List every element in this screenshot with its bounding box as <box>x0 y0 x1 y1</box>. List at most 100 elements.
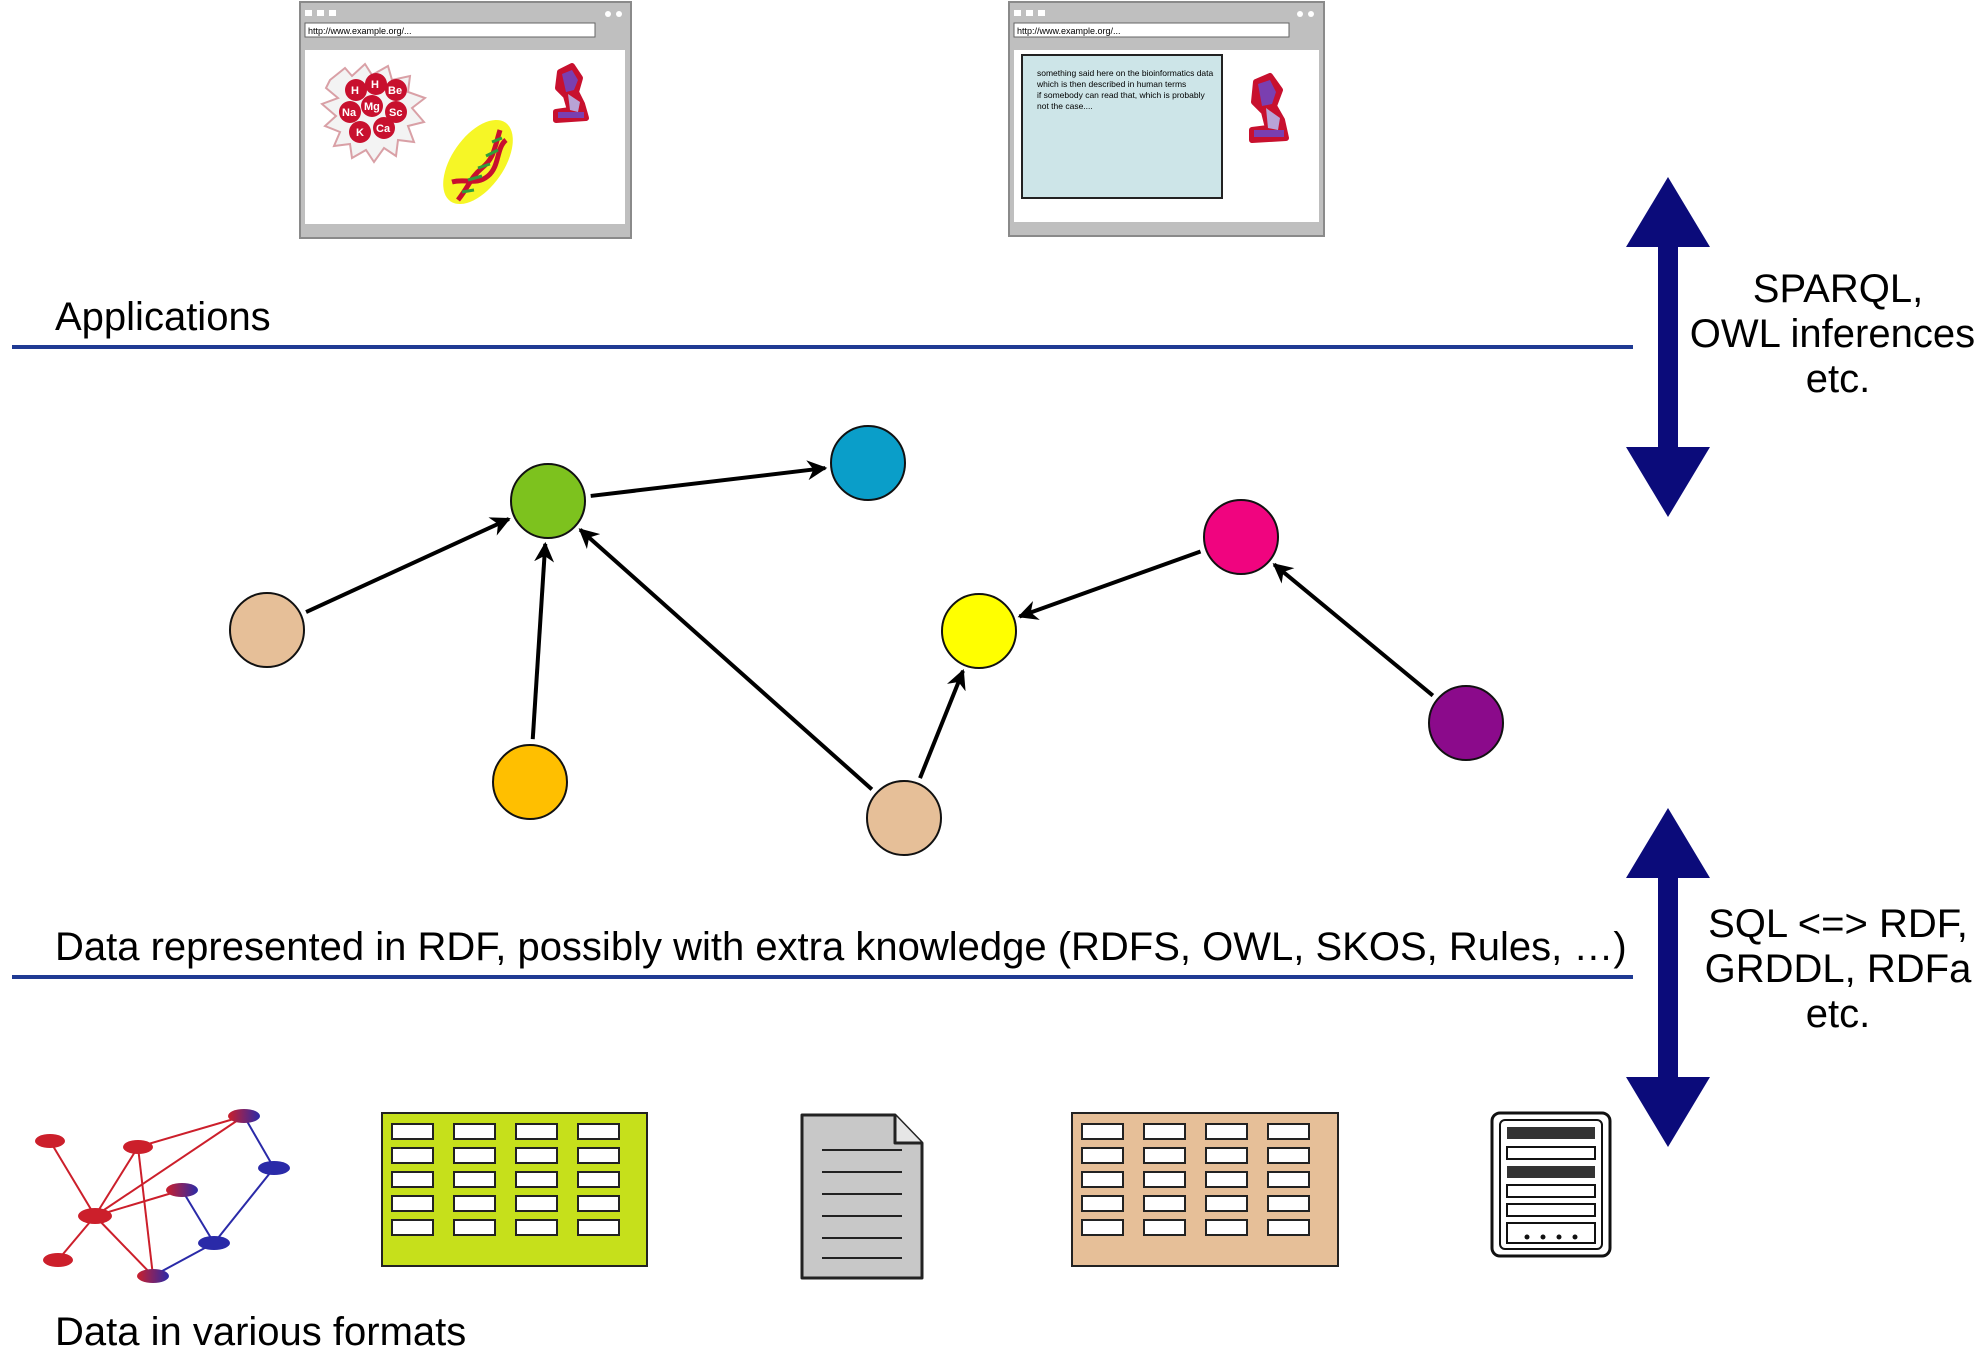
table-cell <box>391 1171 434 1188</box>
table-cell <box>577 1219 620 1236</box>
table-cell <box>1143 1147 1186 1164</box>
window-dot-icon <box>1297 11 1303 17</box>
table-cell <box>577 1123 620 1140</box>
table-cell <box>1143 1171 1186 1188</box>
window-dot-icon <box>1038 10 1045 16</box>
form-icon <box>1490 1111 1612 1258</box>
formats-layer-label: Data in various formats <box>55 1310 466 1354</box>
element-symbol: H <box>351 85 359 97</box>
lower-double-arrow-icon <box>1626 808 1710 1147</box>
rdf-node-blue <box>830 425 906 501</box>
rdf-edge-magenta-to-yellow <box>1017 549 1202 620</box>
table-cell <box>1081 1123 1124 1140</box>
periodic-elements-burst-icon: H H Be Na Mg Sc K Ca <box>320 62 428 164</box>
window-dot-icon <box>317 10 324 16</box>
document-icon <box>800 1113 924 1280</box>
rdf-edge-tan-bottom-to-yellow <box>918 669 966 779</box>
rdf-node-tan-bottom <box>866 780 942 856</box>
side-note-line: etc. <box>1806 357 1870 401</box>
table-cell <box>391 1147 434 1164</box>
element-symbol: Be <box>388 85 402 97</box>
rdf-node-tan-left <box>229 592 305 668</box>
side-note-line: etc. <box>1806 992 1870 1036</box>
window-dot-icon <box>1308 11 1314 17</box>
address-bar-url: http://www.example.org/... <box>1017 26 1121 36</box>
address-bar[interactable] <box>304 22 596 38</box>
green-table-icon <box>381 1112 648 1267</box>
window-dot-icon <box>305 10 312 16</box>
side-note-line: SQL <=> RDF, <box>1708 902 1968 946</box>
table-cell <box>515 1147 558 1164</box>
table-cell <box>453 1123 496 1140</box>
table-cell <box>1081 1171 1124 1188</box>
rdf-graph-nodes <box>229 425 1504 856</box>
browser-window-2: http://www.example.org/... something sai… <box>1008 1 1325 237</box>
table-cell <box>391 1123 434 1140</box>
element-symbol: H <box>371 79 379 91</box>
table-cell <box>1267 1219 1310 1236</box>
panel-line: not the case.... <box>1037 101 1093 111</box>
rdf-edge-purple-to-magenta <box>1272 562 1435 698</box>
table-cell <box>391 1219 434 1236</box>
rdf-edge-tan-left-to-green <box>305 517 511 614</box>
rdf-graph-edges <box>305 460 1435 791</box>
tan-table-icon <box>1071 1112 1339 1267</box>
table-cell <box>453 1219 496 1236</box>
element-symbol: Sc <box>389 107 402 119</box>
table-cell <box>577 1195 620 1212</box>
window-dot-icon <box>1014 10 1021 16</box>
side-note-line: GRDDL, RDFa <box>1705 947 1972 991</box>
panel-line: which is then described in human terms <box>1036 79 1186 89</box>
element-symbol: Mg <box>364 101 380 113</box>
address-bar-url: http://www.example.org/... <box>308 26 412 36</box>
table-cell <box>1143 1123 1186 1140</box>
table-cell <box>515 1123 558 1140</box>
rdf-graph <box>229 425 1504 856</box>
side-note-line: SPARQL, <box>1753 267 1923 311</box>
applications-layer-label: Applications <box>55 295 271 339</box>
panel-line: if somebody can read that, which is prob… <box>1037 90 1205 100</box>
table-cell <box>1267 1147 1310 1164</box>
table-cell <box>577 1171 620 1188</box>
table-cell <box>1267 1171 1310 1188</box>
address-bar[interactable] <box>1013 22 1290 38</box>
table-cell <box>1205 1219 1248 1236</box>
table-cell <box>1143 1219 1186 1236</box>
table-cell <box>1081 1147 1124 1164</box>
rdf-edge-orange-to-green <box>530 541 555 740</box>
rdf-node-purple <box>1428 685 1504 761</box>
table-cell <box>1081 1219 1124 1236</box>
side-note-line: OWL inferences, <box>1690 312 1975 356</box>
lower-side-note: SQL <=> RDF, GRDDL, RDFa etc. <box>1705 902 1972 1036</box>
network-graph-icon <box>35 1109 290 1283</box>
window-dot-icon <box>605 11 611 17</box>
table-cell <box>515 1195 558 1212</box>
rdf-layer-label: Data represented in RDF, possibly with e… <box>55 925 1627 969</box>
table-cell <box>577 1147 620 1164</box>
table-cell <box>453 1171 496 1188</box>
table-cell <box>1205 1147 1248 1164</box>
rdf-node-magenta <box>1203 499 1279 575</box>
rdf-edge-green-to-blue <box>590 460 828 498</box>
table-cell <box>515 1171 558 1188</box>
table-cell <box>1205 1171 1248 1188</box>
table-cell <box>515 1219 558 1236</box>
table-cell <box>453 1147 496 1164</box>
table-cell <box>1205 1195 1248 1212</box>
table-cell <box>391 1195 434 1212</box>
text-panel <box>1021 54 1223 199</box>
panel-line: something said here on the bioinformatic… <box>1037 68 1214 78</box>
microscope-icon <box>553 63 589 123</box>
table-cell <box>1267 1195 1310 1212</box>
element-symbol: K <box>356 127 364 139</box>
element-symbol: Na <box>342 107 357 119</box>
dna-helix-icon <box>443 119 513 205</box>
rdf-node-yellow <box>941 593 1017 669</box>
window-dot-icon <box>329 10 336 16</box>
window-dot-icon <box>1026 10 1033 16</box>
table-cell <box>1205 1123 1248 1140</box>
rdf-edge-tan-bottom-to-green <box>578 528 874 791</box>
microscope-icon <box>1249 73 1289 143</box>
